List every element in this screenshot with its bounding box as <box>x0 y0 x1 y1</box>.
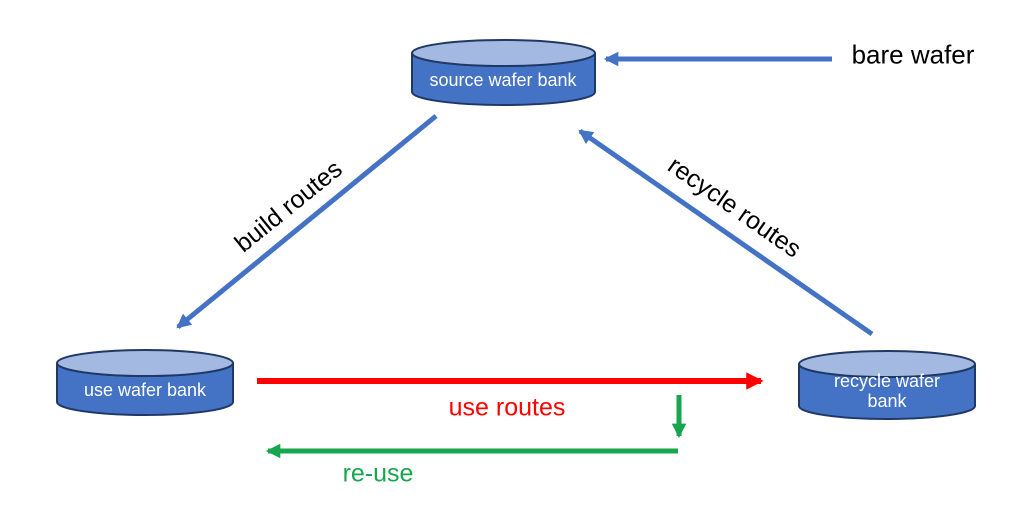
cylinder-top <box>798 350 976 378</box>
use-wafer-bank-node <box>56 349 234 416</box>
source-wafer-bank-label: source wafer bank <box>429 69 577 90</box>
re-use-label: re-use <box>342 459 414 488</box>
use-routes-label: use routes <box>448 393 566 422</box>
recycle-routes-arrow <box>578 128 874 337</box>
source-wafer-bank-node <box>411 39 596 106</box>
recycle-wafer-bank-label: recycle wafer bank <box>833 370 941 411</box>
use-wafer-bank-label: use wafer bank <box>83 379 207 400</box>
recycle-wafer-bank-node <box>798 350 976 420</box>
cylinder-top <box>411 39 596 67</box>
bare-wafer-label: bare wafer <box>851 39 975 70</box>
cylinder-top <box>56 349 234 377</box>
build-routes-arrow <box>176 114 438 329</box>
